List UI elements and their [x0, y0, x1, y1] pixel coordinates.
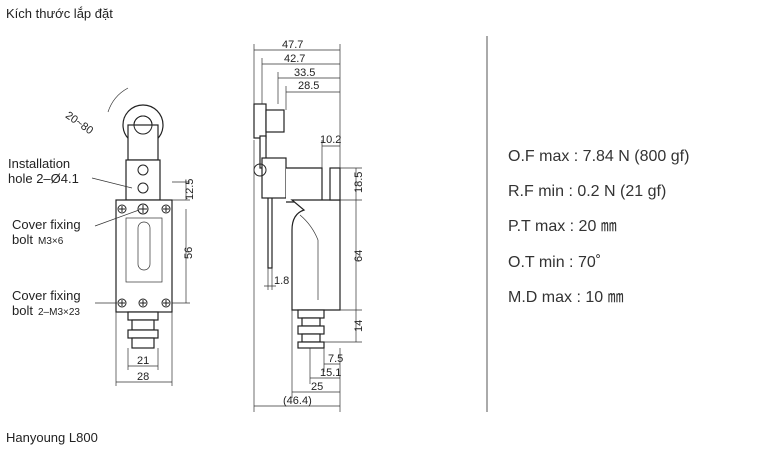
actuator-housing — [286, 167, 323, 203]
cover-bolt-label: Cover fixing — [12, 288, 81, 303]
switch-body — [290, 199, 341, 311]
installation-hole — [137, 182, 149, 194]
dim-21: 21 — [137, 355, 149, 367]
dim-12-5: 12.5 — [184, 179, 196, 200]
installation-hole — [137, 164, 149, 176]
dim-28: 28 — [137, 371, 149, 383]
cover-bolt-label: bolt — [12, 303, 33, 318]
spec-overtravel: O.T min : 70˚ — [508, 254, 601, 271]
side-view: 47.7 42.7 33.5 28.5 10.2 18.5 64 14 1.8 … — [253, 39, 365, 412]
angle-arc — [107, 87, 129, 113]
cover-panel — [125, 217, 163, 283]
dim-42-7: 42.7 — [284, 53, 305, 65]
installation-hole-label: hole 2–Ø4.1 — [8, 171, 79, 186]
cover-bolt-spec: 2–M3×23 — [38, 307, 80, 318]
dim-33-5: 33.5 — [294, 67, 315, 79]
front-view: 20~80 Installation hole 2–Ø4.1 Cover fix… — [8, 87, 196, 386]
dim-18-5: 18.5 — [353, 172, 365, 193]
dim-47-7: 47.7 — [282, 39, 303, 51]
spec-release-force: R.F min : 0.2 N (21 gf) — [508, 183, 666, 200]
cover-screw-icon — [117, 203, 171, 308]
dim-10-2: 10.2 — [320, 134, 341, 146]
cable-gland — [301, 317, 321, 327]
dim-64: 64 — [353, 250, 365, 262]
cable-gland — [131, 319, 155, 331]
dim-14: 14 — [353, 320, 365, 332]
cover-bolt-label: Cover fixing — [12, 217, 81, 232]
spec-list: O.F max : 7.84 N (800 gf) R.F min : 0.2 … — [508, 148, 689, 306]
lever-arm — [127, 124, 159, 161]
spec-pretravel: P.T max : 20 ㎜ — [508, 218, 617, 235]
spec-operating-force: O.F max : 7.84 N (800 gf) — [508, 148, 689, 165]
dim-25: 25 — [311, 381, 323, 393]
dim-7-5: 7.5 — [328, 353, 343, 365]
dim-1-8: 1.8 — [274, 275, 289, 287]
cover-bolt-label: bolt — [12, 232, 33, 247]
dim-56: 56 — [183, 247, 195, 259]
cover-slot — [137, 221, 151, 271]
dim-28-5: 28.5 — [298, 80, 319, 92]
switch-body — [115, 199, 173, 313]
product-name: Hanyoung L800 — [6, 430, 98, 445]
dim-46-4: (46.4) — [283, 395, 312, 407]
cover-bolt-spec: M3×6 — [38, 236, 64, 247]
roller-wheel — [253, 103, 267, 139]
switch-head — [125, 159, 161, 201]
switch-head — [261, 157, 287, 199]
installation-hole-label: Installation — [8, 156, 70, 171]
page-title: Kích thước lắp đặt — [6, 6, 113, 21]
angle-label: 20~80 — [63, 110, 95, 138]
dim-15-1: 15.1 — [320, 367, 341, 379]
spec-movement-differential: M.D max : 10 ㎜ — [508, 289, 624, 306]
